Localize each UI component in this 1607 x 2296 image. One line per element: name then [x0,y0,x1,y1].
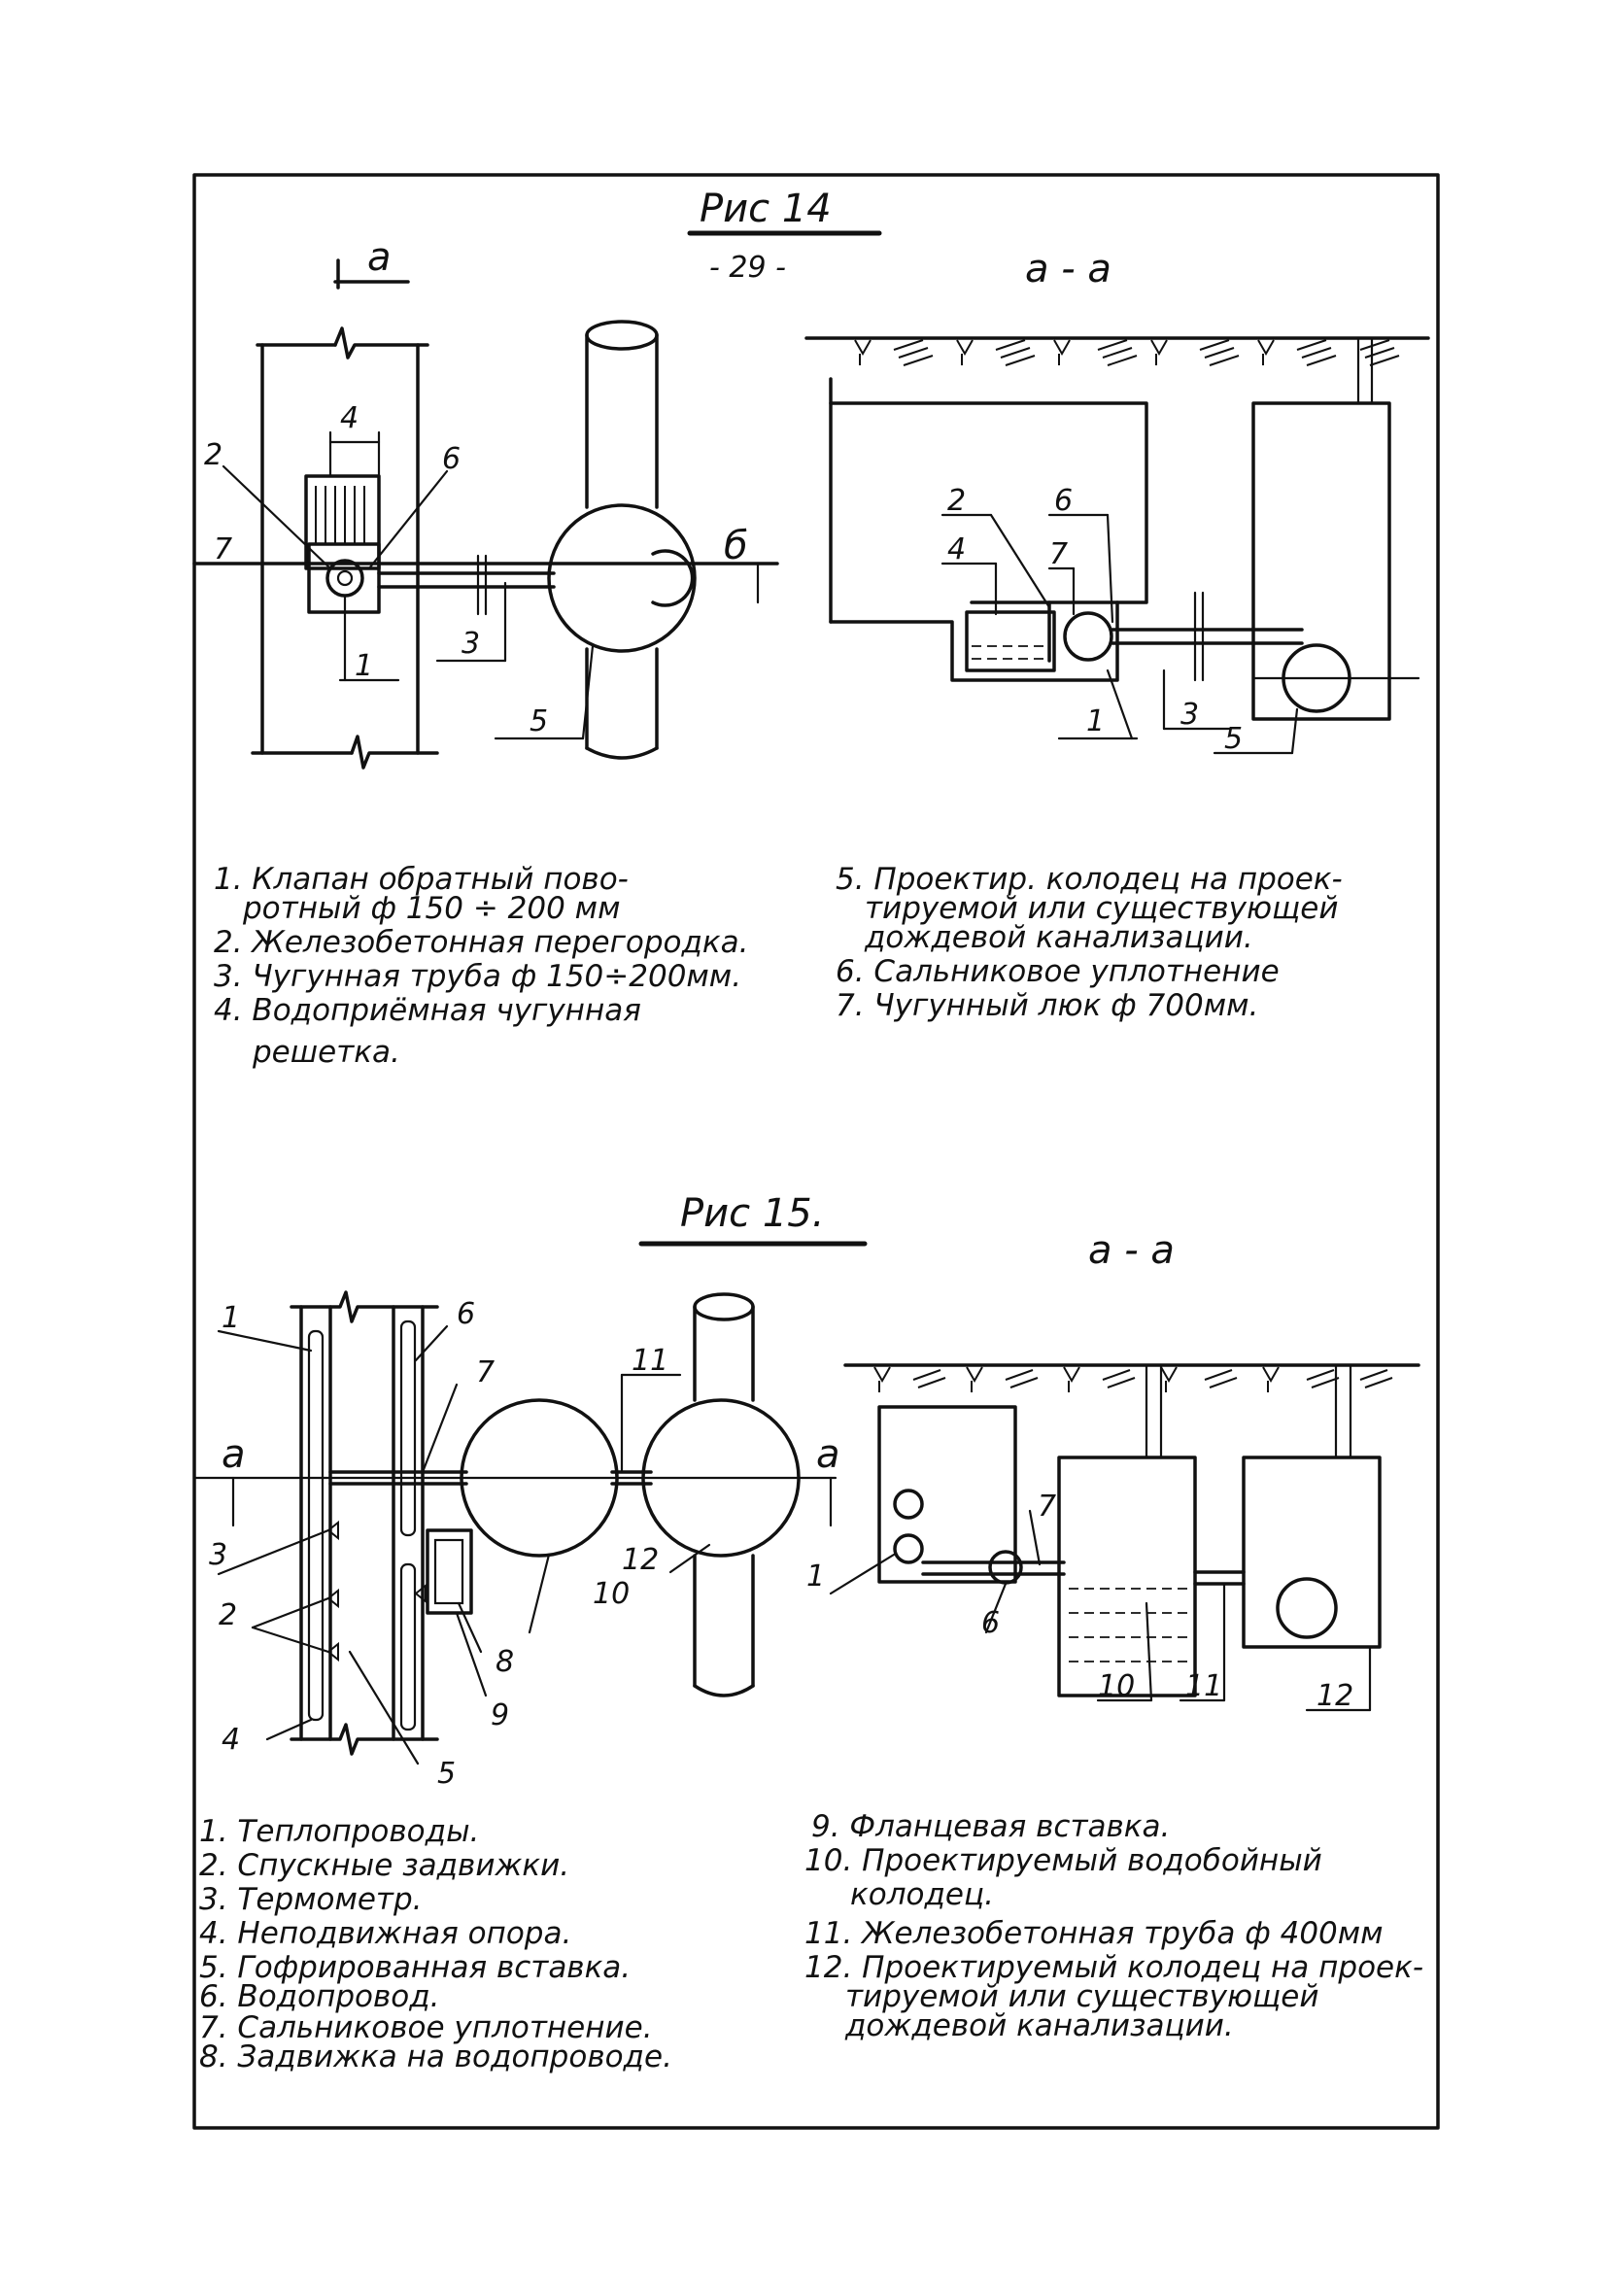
fig15-section-well-10 [1057,1456,1197,1697]
fig15-legend-left-5: 6. Водопровод. [199,1979,440,2014]
fig15-legend-left-4: 5. Гофрированная вставка. [199,1950,631,1985]
fig14-section-callout-6: 6 [1054,484,1073,518]
fig15-legend-left-3: 4. Неподвижная опора. [199,1916,571,1951]
fig14-section-mark: б [724,524,748,568]
fig15-plan-view: а а 1 6 7 11 3 2 12 10 [192,1290,840,1791]
fig14-section-well [1251,401,1391,721]
fig14-legend-left-1: ротный ф 150 ÷ 200 мм [242,891,620,926]
fig14-section-callout-5: 5 [1224,722,1243,756]
fig14-section-callout-2: 2 [947,484,966,518]
fig14-plan-tag: а [367,235,392,280]
fig15-plan-callout-7: 7 [476,1355,495,1389]
fig15-plan-callout-5: 5 [437,1757,456,1791]
fig15-plan-callout-8: 8 [496,1645,514,1679]
fig15-legend-right-6: дождевой канализации. [844,2008,1234,2043]
fig14-legend-left-0: 1. Клапан обратный пово- [214,862,629,897]
fig15-plan-callout-4: 4 [222,1723,240,1757]
fig14-section-callout-3: 3 [1180,698,1199,732]
fig15-legend-right-3: 11. Железобетонная труба ф 400мм [804,1916,1384,1951]
fig14-check-valve [1063,611,1113,662]
fig14-legend-right-0: 5. Проектир. колодец на проек- [836,862,1343,897]
fig15-legend-left-6: 7. Сальниковое уплотнение. [199,2010,653,2045]
fig14-plan-well [547,503,697,653]
fig15-legend: 1. Теплопроводы. 2. Спускные задвижки. 3… [199,1809,1423,2074]
fig14-grate [304,474,381,570]
fig15-section-callout-7: 7 [1038,1490,1056,1524]
fig14-section-callout-4: 4 [947,532,966,566]
fig15-section-callout-10: 10 [1098,1669,1135,1703]
fig15-plan-callout-2: 2 [219,1598,237,1632]
fig14-legend-left-3: 3. Чугунная труба ф 150÷200мм. [214,959,741,994]
fig14-legend-right-2: дождевой канализации. [864,920,1253,955]
page-number: - 29 - [709,251,786,285]
fig15-legend-left-2: 3. Термометр. [199,1882,423,1917]
fig15-section-well-12 [1242,1456,1382,1649]
fig15-plan-callout-12: 12 [622,1543,659,1577]
fig15-legend-left-7: 8. Задвижка на водопроводе. [199,2039,672,2074]
fig14-legend: 1. Клапан обратный пово- ротный ф 150 ÷ … [214,862,1343,1070]
fig15-plan-callout-3: 3 [209,1538,227,1572]
fig14-catch-basin [965,610,1056,672]
fig15-legend-right-2: колодец. [850,1877,994,1912]
fig15-section-callout-11: 11 [1185,1669,1222,1703]
sheet-frame [192,173,1440,2130]
fig15-plan-callout-6: 6 [457,1297,475,1331]
fig14-section-view: а - а [804,247,1430,756]
fig15-plan-callout-1: 1 [222,1301,240,1335]
fig15-heat-chamber [877,1405,1017,1584]
fig14-plan-callout-5: 5 [530,704,548,738]
fig14-section-callout-1: 1 [1086,704,1105,738]
fig15-section-title: а - а [1088,1228,1175,1273]
fig14-legend-left-2: 2. Железобетонная перегородка. [214,925,748,960]
fig14-section-title: а - а [1025,247,1111,291]
fig15-legend-right-4: 12. Проектируемый колодец на проек- [804,1950,1423,1985]
fig15-section-callout-12: 12 [1316,1679,1353,1713]
fig15-plan-well-12 [641,1398,801,1558]
fig15-title: Рис 15. [680,1191,824,1236]
fig15-plan-callout-9: 9 [491,1698,509,1732]
fig15-plan-well-10 [460,1398,619,1558]
fig15-section-callout-1: 1 [806,1559,825,1593]
fig15-legend-right-5: тируемой или существующей [845,1979,1319,2014]
fig15: Рис 15. [192,1191,1423,2074]
fig14-plan-callout-2: 2 [204,438,222,472]
fig14: Рис 14 - 29 - а [192,187,1430,1070]
fig15-legend-left-1: 2. Спускные задвижки. [199,1848,569,1883]
fig14-plan-view: а [192,235,779,770]
fig14-valve-symbol [325,559,364,598]
fig14-legend-right-3: 6. Сальниковое уплотнение [836,954,1280,989]
fig15-legend-right-0: 9. Фланцевая вставка. [811,1809,1170,1844]
fig14-plan-callout-7: 7 [214,532,232,566]
fig14-plan-callout-3: 3 [462,627,480,661]
fig14-legend-left-5: решетка. [252,1035,400,1070]
fig15-legend-left-0: 1. Теплопроводы. [199,1814,479,1849]
fig14-legend-left-4: 4. Водоприёмная чугунная [214,993,641,1028]
fig14-title: Рис 14 [700,187,832,231]
fig15-plan-callout-10: 10 [593,1577,630,1611]
fig14-legend-right-4: 7. Чугунный люк ф 700мм. [836,988,1258,1023]
fig15-section-callout-6: 6 [981,1606,1000,1640]
fig15-corrugated-insert [426,1528,473,1615]
fig15-section-view: а - а [806,1228,1420,1713]
fig14-section-callout-7: 7 [1049,537,1068,571]
fig15-plan-mark-right: а [816,1432,840,1477]
fig15-legend-right-1: 10. Проектируемый водобойный [804,1843,1322,1878]
fig14-plan-callout-1: 1 [355,649,373,683]
fig15-plan-callout-11: 11 [632,1344,668,1378]
fig15-plan-mark-left: а [222,1432,246,1477]
fig14-plan-callout-4: 4 [340,401,359,435]
fig14-plan-callout-6: 6 [442,442,461,476]
fig14-legend-right-1: тируемой или существующей [865,891,1339,926]
